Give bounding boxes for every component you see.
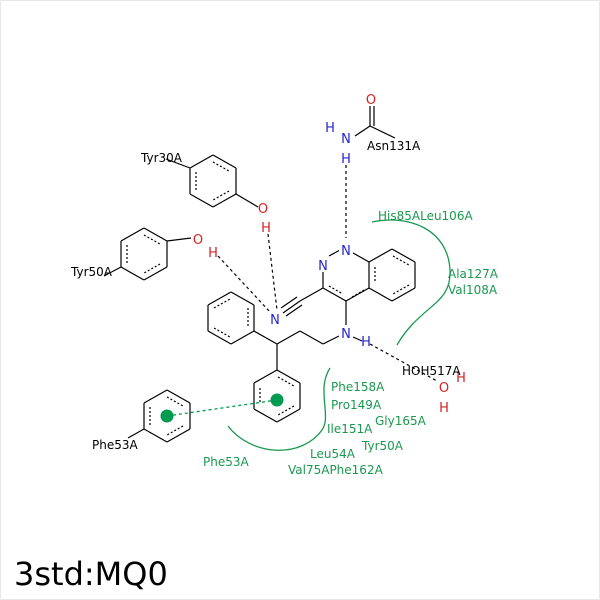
ligand-bonds [207, 248, 416, 423]
atom-water-h-bottom: H [439, 401, 449, 416]
atom-water-h-top: H [456, 371, 466, 386]
atom-tyr50-h: H [208, 246, 218, 261]
residue-label-phe53: Phe53A [92, 438, 138, 452]
atom-asn-h-bottom: H [341, 152, 351, 167]
hydrophobic-label-leu54: Leu54A [310, 447, 356, 461]
atom-amine-n: N [341, 327, 351, 342]
hydrophobic-label-pro149: Pro149A [331, 398, 382, 412]
atom-tyr30-h: H [261, 221, 271, 236]
hydrophobic-label-tyr50: Tyr50A [361, 439, 404, 453]
hydrogen-bonds [217, 165, 438, 382]
atom-asn-o: O [366, 93, 376, 108]
atom-water-o: O [439, 381, 449, 396]
residue-bonds [103, 106, 396, 443]
diagram-title: 3std:MQ0 [14, 555, 168, 593]
atom-amine-h: H [361, 335, 371, 350]
atom-asn-n: N [341, 132, 351, 147]
hydrophobic-label-phe53: Phe53A [203, 455, 249, 469]
atom-ring-n2: N [341, 244, 351, 259]
hydrophobic-arc-top [371, 219, 451, 346]
atom-ring-n1: N [318, 259, 328, 274]
residue-label-tyr50: Tyr50A [70, 265, 113, 279]
hydrophobic-label-gly165: Gly165A [375, 414, 427, 428]
hydrophobic-arc-bottom [227, 367, 331, 451]
atom-tyr30-o: O [258, 202, 268, 217]
atom-asn-h-top: H [325, 121, 335, 136]
hydrophobic-label-val75-phe162: Val75APhe162A [288, 463, 384, 477]
atom-nitrile-n: N [270, 313, 280, 328]
residue-label-tyr30: Tyr30A [140, 151, 183, 165]
residue-label-water: HOH517A [402, 364, 461, 378]
hydrophobic-label-ile151: Ile151A [327, 422, 373, 436]
atom-tyr50-o: O [193, 233, 203, 248]
hydrophobic-label-ala127: Ala127A [448, 267, 499, 281]
hydrophobic-label-val108: Val108A [448, 283, 498, 297]
pi-center-ligand [270, 393, 284, 407]
hydrophobic-label-his85-leu106: His85ALeu106A [378, 209, 473, 223]
hydrophobic-label-phe158: Phe158A [331, 380, 385, 394]
pi-stacking [160, 393, 284, 423]
residue-label-asn131: Asn131A [367, 139, 421, 153]
pi-center-phe53 [160, 409, 174, 423]
